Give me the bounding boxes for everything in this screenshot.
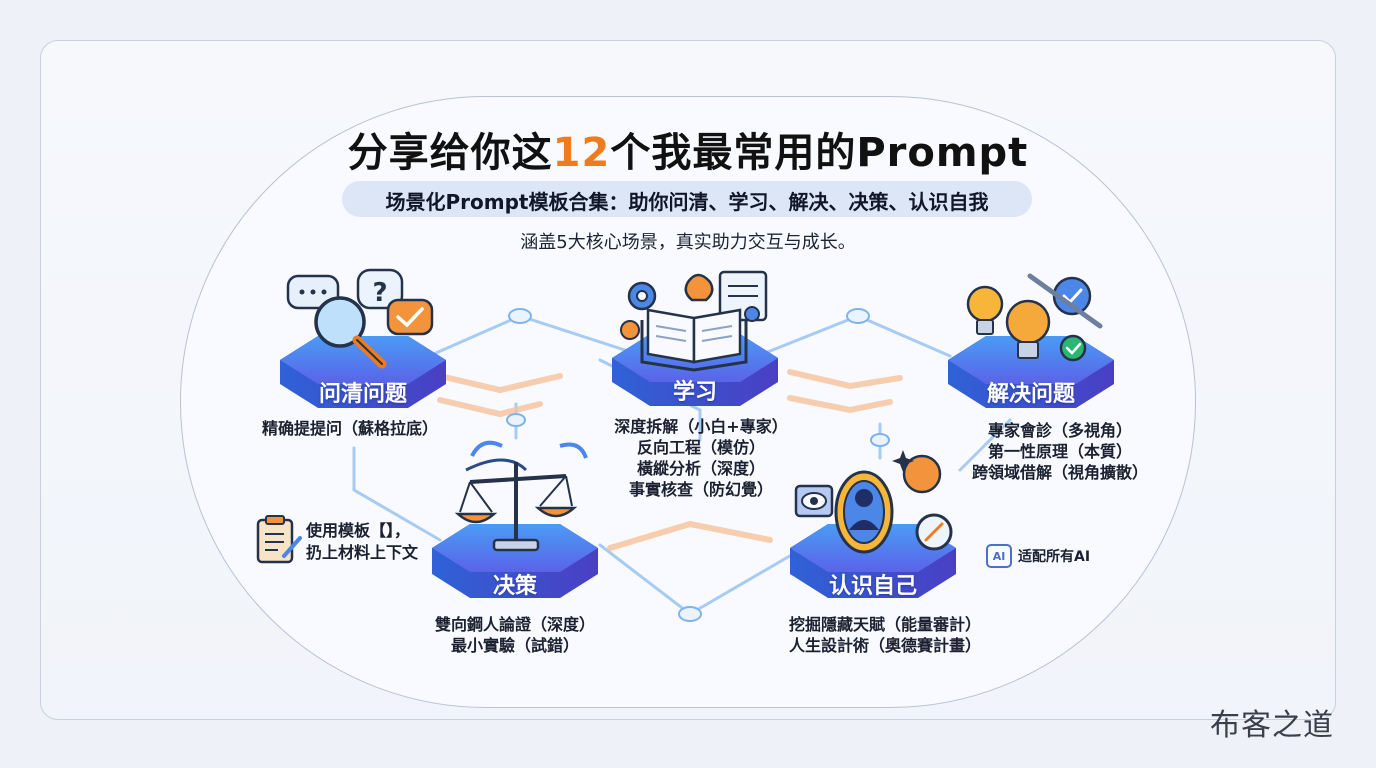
subtitle: 场景化Prompt模板合集：助你问清、学习、解决、决策、认识自我 [385,190,989,214]
line-decide-self [598,543,802,616]
scene-item: 人生設計術（奧德賽計畫） [788,636,981,655]
book-icon [620,270,768,372]
scene-item: 雙向鋼人論證（深度） [434,615,595,634]
svg-text:?: ? [372,278,387,308]
scene-item: 最小實驗（試錯） [450,636,579,655]
junction-nodes [506,308,890,622]
mirror-icon [794,450,953,554]
scene-label-solve: 解决问题 [986,382,1075,407]
scene-label-decide: 决策 [492,574,537,599]
hex-clarify [280,336,446,408]
orange-glow-lines [437,369,903,551]
template-note-line2: 扔上材料上下文 [306,543,419,562]
magnifier-icon: ? [286,268,434,369]
scene-label-self: 认识自己 [828,574,917,599]
title-post: 个我最常用的Prompt [610,130,1029,176]
template-note: 使用模板【】， 扔上材料上下文 [306,520,418,564]
line-clarify-learn [418,314,642,362]
line-self-solve [958,418,1012,472]
tagline: 涵盖5大核心场景，真实助力交互与成长。 [520,232,856,253]
clipboard-icon [256,515,302,564]
ai-compat-label: 适配所有AI [1018,549,1091,565]
scene-items-solve: 專家會診（多視角） 第一性原理（本質） 跨領域借解（視角擴散） [950,420,1170,483]
ai-icon: AI [986,544,1012,568]
scene-label-learn: 学习 [672,380,717,405]
scene-items-learn: 深度拆解（小白+專家） 反向工程（模仿） 橫縱分析（深度） 事實核查（防幻覺） [596,416,806,500]
title-pre: 分享给你这 [347,130,553,176]
page-title: 分享给你这12个我最常用的Prompt [0,120,1376,178]
scene-item: 事實核查（防幻覺） [628,480,773,499]
scale-icon [454,440,588,552]
scene-items-clarify: 精确提提问（蘇格拉底） [240,418,460,439]
lightbulb-icon [966,273,1103,362]
scene-item: 精确提提问（蘇格拉底） [261,419,438,438]
scene-item: 挖掘隱藏天賦（能量審計） [788,615,981,634]
subtitle-pill [342,181,1032,217]
scene-item: 深度拆解（小白+專家） [614,417,788,436]
watermark: 布客之道 [1210,708,1334,743]
ai-compat-badge: AI 适配所有AI [986,544,1090,568]
template-note-line1: 使用模板【】， [306,521,411,540]
scene-item: 第一性原理（本質） [987,442,1132,461]
title-number: 12 [552,130,611,176]
scene-label-clarify: 问清问题 [318,382,407,407]
scene-item: 專家會診（多視角） [987,421,1132,440]
line-clarify-decide [352,446,442,542]
scene-items-self: 挖掘隱藏天賦（能量審計） 人生設計術（奧德賽計畫） [772,614,998,656]
scene-items-decide: 雙向鋼人論證（深度） 最小實驗（試錯） [405,614,625,656]
scene-item: 跨領域借解（視角擴散） [971,463,1148,482]
scene-item: 橫縱分析（深度） [636,459,765,478]
scene-item: 反向工程（模仿） [636,438,765,457]
